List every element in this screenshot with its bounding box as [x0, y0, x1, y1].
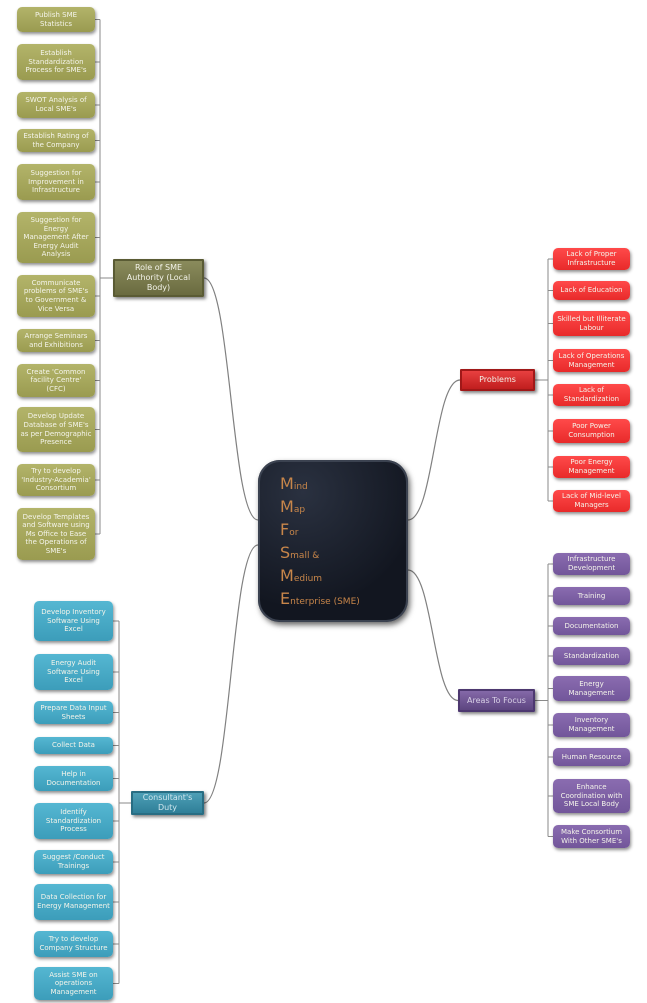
areas-item[interactable]: Human Resource: [553, 748, 630, 766]
center-title-line: Enterprise (SME): [280, 587, 408, 610]
problems-item[interactable]: Lack of Education: [553, 281, 630, 300]
center-title-line: Medium: [280, 564, 408, 587]
problems-item[interactable]: Poor Energy Management: [553, 456, 630, 478]
role-item[interactable]: Develop Templates and Software using Ms …: [17, 508, 95, 560]
role-item[interactable]: Develop Update Database of SME's as per …: [17, 407, 95, 452]
areas-item[interactable]: Make Consortium With Other SME's: [553, 825, 630, 848]
center-title-line: Small &: [280, 541, 408, 564]
branch-consultant[interactable]: Consultant's Duty: [131, 791, 204, 815]
title-initial: F: [280, 520, 290, 539]
center-title-line: Mind: [280, 472, 408, 495]
consultant-item[interactable]: Assist SME on operations Management: [34, 967, 113, 1000]
problems-item[interactable]: Poor Power Consumption: [553, 419, 630, 443]
areas-item[interactable]: Documentation: [553, 617, 630, 635]
title-rest: nterprise (SME): [290, 597, 360, 607]
consultant-item[interactable]: Try to develop Company Structure: [34, 931, 113, 957]
title-initial: S: [280, 543, 291, 562]
consultant-item[interactable]: Energy Audit Software Using Excel: [34, 654, 113, 690]
title-initial: M: [280, 474, 294, 493]
consultant-item[interactable]: Prepare Data Input Sheets: [34, 701, 113, 724]
consultant-item[interactable]: Help in Documentation: [34, 766, 113, 791]
problems-item[interactable]: Lack of Proper Infrastructure: [553, 248, 630, 270]
center-title-line: For: [280, 518, 408, 541]
title-initial: M: [280, 497, 294, 516]
role-item[interactable]: Establish Rating of the Company: [17, 129, 95, 152]
role-item[interactable]: Create 'Common facility Centre' (CFC): [17, 364, 95, 397]
role-item[interactable]: Suggestion for Energy Management After E…: [17, 212, 95, 263]
role-item[interactable]: Establish Standardization Process for SM…: [17, 44, 95, 80]
consultant-item[interactable]: Collect Data: [34, 737, 113, 754]
title-rest: ap: [293, 505, 306, 515]
areas-item[interactable]: Enhance Coordination with SME Local Body: [553, 779, 630, 813]
role-item[interactable]: Publish SME Statistics: [17, 7, 95, 32]
areas-item[interactable]: Training: [553, 587, 630, 605]
consultant-item[interactable]: Data Collection for Energy Management: [34, 884, 113, 920]
title-rest: edium: [293, 574, 323, 584]
consultant-item[interactable]: Suggest /Conduct Trainings: [34, 850, 113, 874]
role-item[interactable]: Arrange Seminars and Exhibitions: [17, 329, 95, 352]
branch-areas[interactable]: Areas To Focus: [458, 689, 535, 712]
problems-item[interactable]: Skilled but Illiterate Labour: [553, 311, 630, 336]
title-rest: or: [289, 528, 299, 538]
areas-item[interactable]: Inventory Management: [553, 713, 630, 737]
areas-item[interactable]: Infrastructure Development: [553, 553, 630, 575]
role-item[interactable]: Try to develop 'Industry-Academia' Conso…: [17, 464, 95, 496]
title-rest: mall &: [290, 551, 320, 561]
role-item[interactable]: Communicate problems of SME's to Governm…: [17, 275, 95, 317]
role-item[interactable]: SWOT Analysis of Local SME's: [17, 92, 95, 118]
branch-role[interactable]: Role of SME Authority (Local Body): [113, 259, 204, 297]
areas-item[interactable]: Standardization: [553, 647, 630, 665]
title-initial: M: [280, 566, 294, 585]
center-title-line: Map: [280, 495, 408, 518]
problems-item[interactable]: Lack of Operations Management: [553, 349, 630, 372]
title-rest: ind: [293, 482, 308, 492]
problems-item[interactable]: Lack of Standardization: [553, 384, 630, 406]
problems-item[interactable]: Lack of Mid-level Managers: [553, 490, 630, 512]
consultant-item[interactable]: Identify Standardization Process: [34, 803, 113, 839]
role-item[interactable]: Suggestion for Improvement in Infrastruc…: [17, 164, 95, 200]
title-initial: E: [280, 589, 291, 608]
consultant-item[interactable]: Develop Inventory Software Using Excel: [34, 601, 113, 641]
branch-problems[interactable]: Problems: [460, 369, 535, 391]
areas-item[interactable]: Energy Management: [553, 676, 630, 701]
